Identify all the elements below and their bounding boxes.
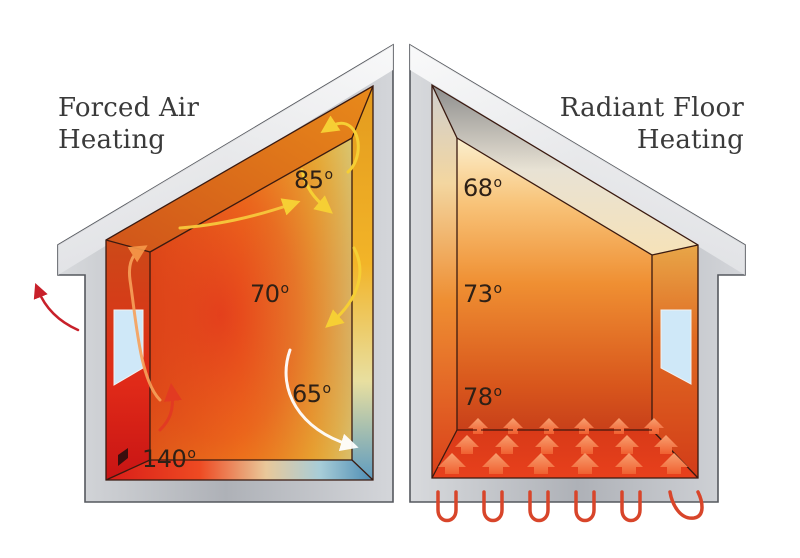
forced-air-house bbox=[33, 43, 394, 503]
radiant-temp-ceiling: 68o bbox=[463, 174, 502, 202]
forced-air-temp-lower: 65o bbox=[292, 380, 331, 408]
airflow-arrow-top-loop bbox=[320, 115, 360, 174]
radiant-floor-house bbox=[409, 43, 746, 523]
airflow-arrow-right-down bbox=[325, 246, 362, 328]
radiant-floor-title-line1: Radiant Floor bbox=[559, 93, 744, 123]
forced-air-title-line1: Forced Air bbox=[58, 93, 200, 123]
radiant-heat-arrows bbox=[438, 418, 688, 474]
forced-air-temp-middle: 70o bbox=[250, 280, 289, 308]
radiant-pipes bbox=[436, 490, 704, 523]
airflow-arrow-85-down bbox=[300, 168, 333, 214]
airflow-arrow-up-left bbox=[127, 245, 162, 402]
right-ceiling bbox=[432, 85, 698, 255]
radiant-temp-floor: 78o bbox=[463, 383, 502, 411]
airflow-arrow-ceiling bbox=[178, 198, 301, 230]
floor-register bbox=[118, 448, 128, 466]
forced-air-title-line2: Heating bbox=[58, 125, 166, 155]
forced-air-title: Forced Air Heating bbox=[58, 92, 199, 156]
airflow-arrow-cold-drop bbox=[284, 348, 359, 452]
right-window bbox=[660, 309, 692, 385]
right-left-wall bbox=[432, 85, 457, 478]
heat-loss-arrow bbox=[33, 283, 80, 332]
right-back-wall bbox=[457, 138, 652, 430]
forced-air-temp-ceiling: 85o bbox=[294, 166, 333, 194]
left-right-wall bbox=[352, 86, 373, 480]
forced-air-temp-register: 140o bbox=[142, 445, 196, 473]
left-ceiling bbox=[106, 86, 373, 252]
airflow-arrow-register bbox=[158, 383, 182, 432]
radiant-temp-middle: 73o bbox=[463, 280, 502, 308]
left-floor bbox=[106, 460, 373, 480]
radiant-floor-title-line2: Heating bbox=[636, 125, 744, 155]
radiant-floor-title: Radiant Floor Heating bbox=[560, 92, 744, 156]
